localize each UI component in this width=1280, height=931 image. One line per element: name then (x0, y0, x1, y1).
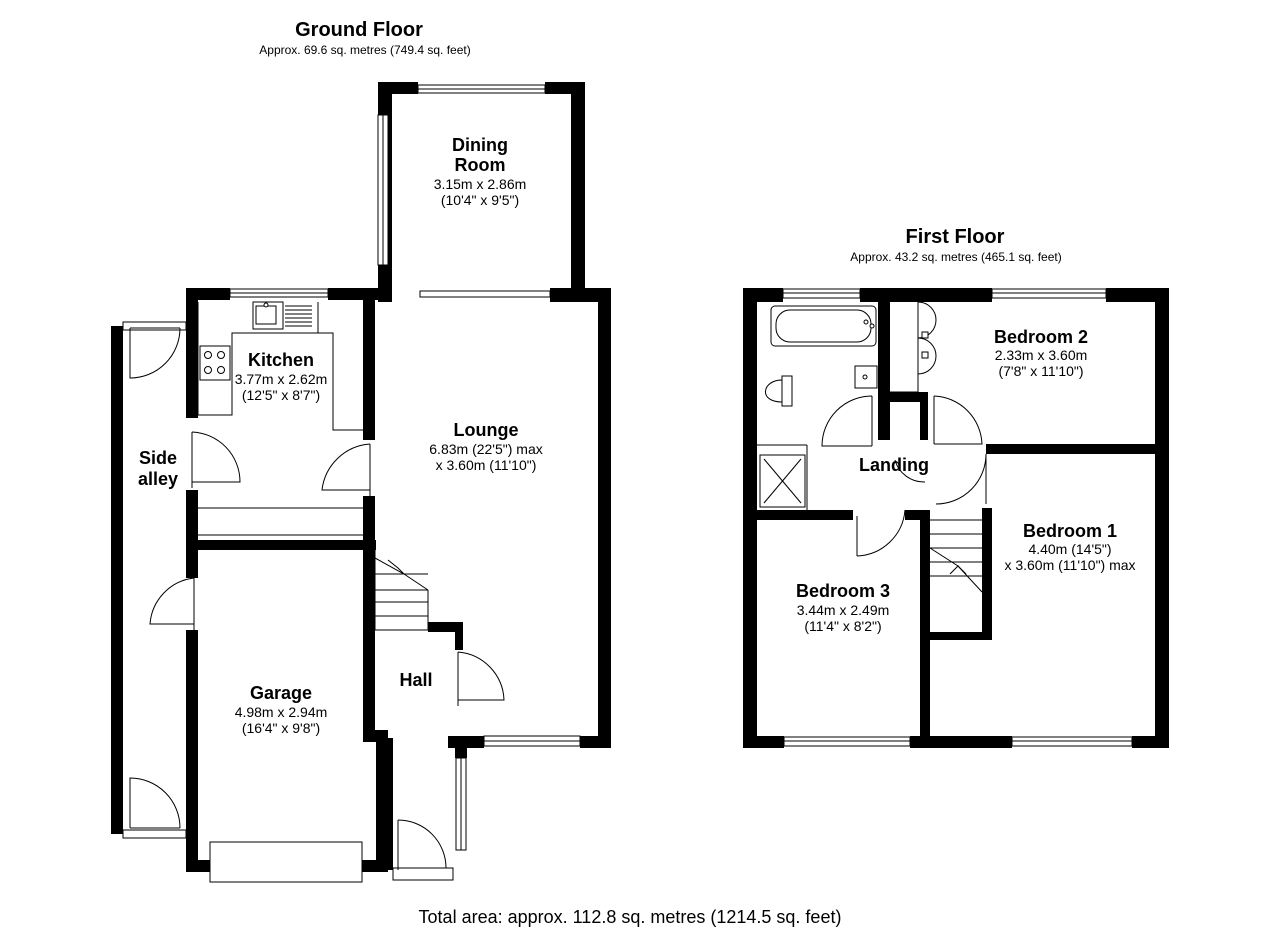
garage-side-door (149, 577, 195, 630)
cupboard-door (894, 459, 926, 483)
lounge-dim-2: x 3.60m (11'10") (436, 457, 537, 473)
first-floor-internal-walls (743, 300, 1156, 738)
lounge-dim: 6.83m (22'5") max (429, 441, 542, 457)
first-floor-title: First Floor (906, 226, 1005, 248)
kitchen-lounge-door (321, 443, 371, 496)
kitchen-dim-imperial: (12'5" x 8'7") (242, 387, 320, 403)
kitchen-dim: 3.77m x 2.62m (235, 371, 328, 387)
bathroom-door (821, 395, 873, 447)
dining-room-dim-imperial: (10'4" x 9'5") (441, 192, 519, 208)
side-alley-walls (111, 321, 187, 839)
kitchen-alley-door (191, 431, 241, 488)
side-alley-label: Side (139, 448, 177, 468)
ground-floor-plan: Ground Floor Approx. 69.6 sq. metres (74… (111, 19, 611, 883)
bedroom1-label: Bedroom 1 (1023, 521, 1117, 541)
toilet-icon (765, 375, 793, 407)
total-area: Total area: approx. 112.8 sq. metres (12… (419, 907, 842, 927)
hall-wall (388, 738, 393, 870)
drainer-icon (285, 305, 312, 327)
garage-label: Garage (250, 683, 312, 703)
bedroom2-label: Bedroom 2 (994, 327, 1088, 347)
bedroom3-dim-imperial: (11'4" x 8'2") (804, 618, 881, 634)
ground-floor-area: Approx. 69.6 sq. metres (749.4 sq. feet) (259, 43, 470, 57)
bedroom3-door (856, 509, 906, 557)
lounge-walls (363, 288, 611, 758)
bedroom2-door (933, 395, 983, 445)
utility-strip (198, 507, 363, 536)
bedroom2-dim-imperial: (7'8" x 11'10") (998, 363, 1083, 379)
garage-door (209, 841, 363, 883)
first-floor-plan: First Floor Approx. 43.2 sq. metres (465… (743, 226, 1169, 748)
landing-label: Landing (859, 455, 929, 475)
garage-walls (186, 540, 388, 872)
dining-room-label: Dining (452, 135, 508, 155)
wardrobe (890, 301, 937, 393)
kitchen-label: Kitchen (248, 350, 314, 370)
bedroom1-door (935, 453, 987, 505)
kitchen-walls (186, 288, 378, 550)
front-door (392, 819, 454, 881)
dining-room-dim: 3.15m x 2.86m (434, 176, 527, 192)
alley-door-top (129, 327, 181, 379)
dining-room-label-2: Room (455, 155, 506, 175)
bedroom1-dim: 4.40m (14'5") (1028, 541, 1111, 557)
garage-dim-imperial: (16'4" x 9'8") (242, 720, 320, 736)
kitchen-worktop (197, 301, 363, 431)
ground-floor-title: Ground Floor (295, 19, 423, 41)
shower-icon (759, 454, 806, 508)
first-floor-stairs (929, 519, 983, 593)
ground-stairs (374, 550, 463, 650)
bedroom3-label: Bedroom 3 (796, 581, 890, 601)
basin-icon (854, 365, 878, 389)
lounge-label: Lounge (454, 420, 519, 440)
hall-label: Hall (399, 670, 432, 690)
bath-icon (770, 305, 877, 347)
dining-lounge-opening (419, 290, 551, 298)
hall-lounge-door (457, 651, 505, 706)
bedroom1-dim-2: x 3.60m (11'10") max (1004, 557, 1135, 573)
garage-dim: 4.98m x 2.94m (235, 704, 328, 720)
alley-door-bottom (129, 777, 181, 829)
bedroom2-dim: 2.33m x 3.60m (995, 347, 1088, 363)
hob-icon (199, 345, 231, 381)
bedroom3-dim: 3.44m x 2.49m (797, 602, 890, 618)
first-floor-area: Approx. 43.2 sq. metres (465.1 sq. feet) (850, 250, 1061, 264)
side-alley-label-2: alley (138, 469, 178, 489)
